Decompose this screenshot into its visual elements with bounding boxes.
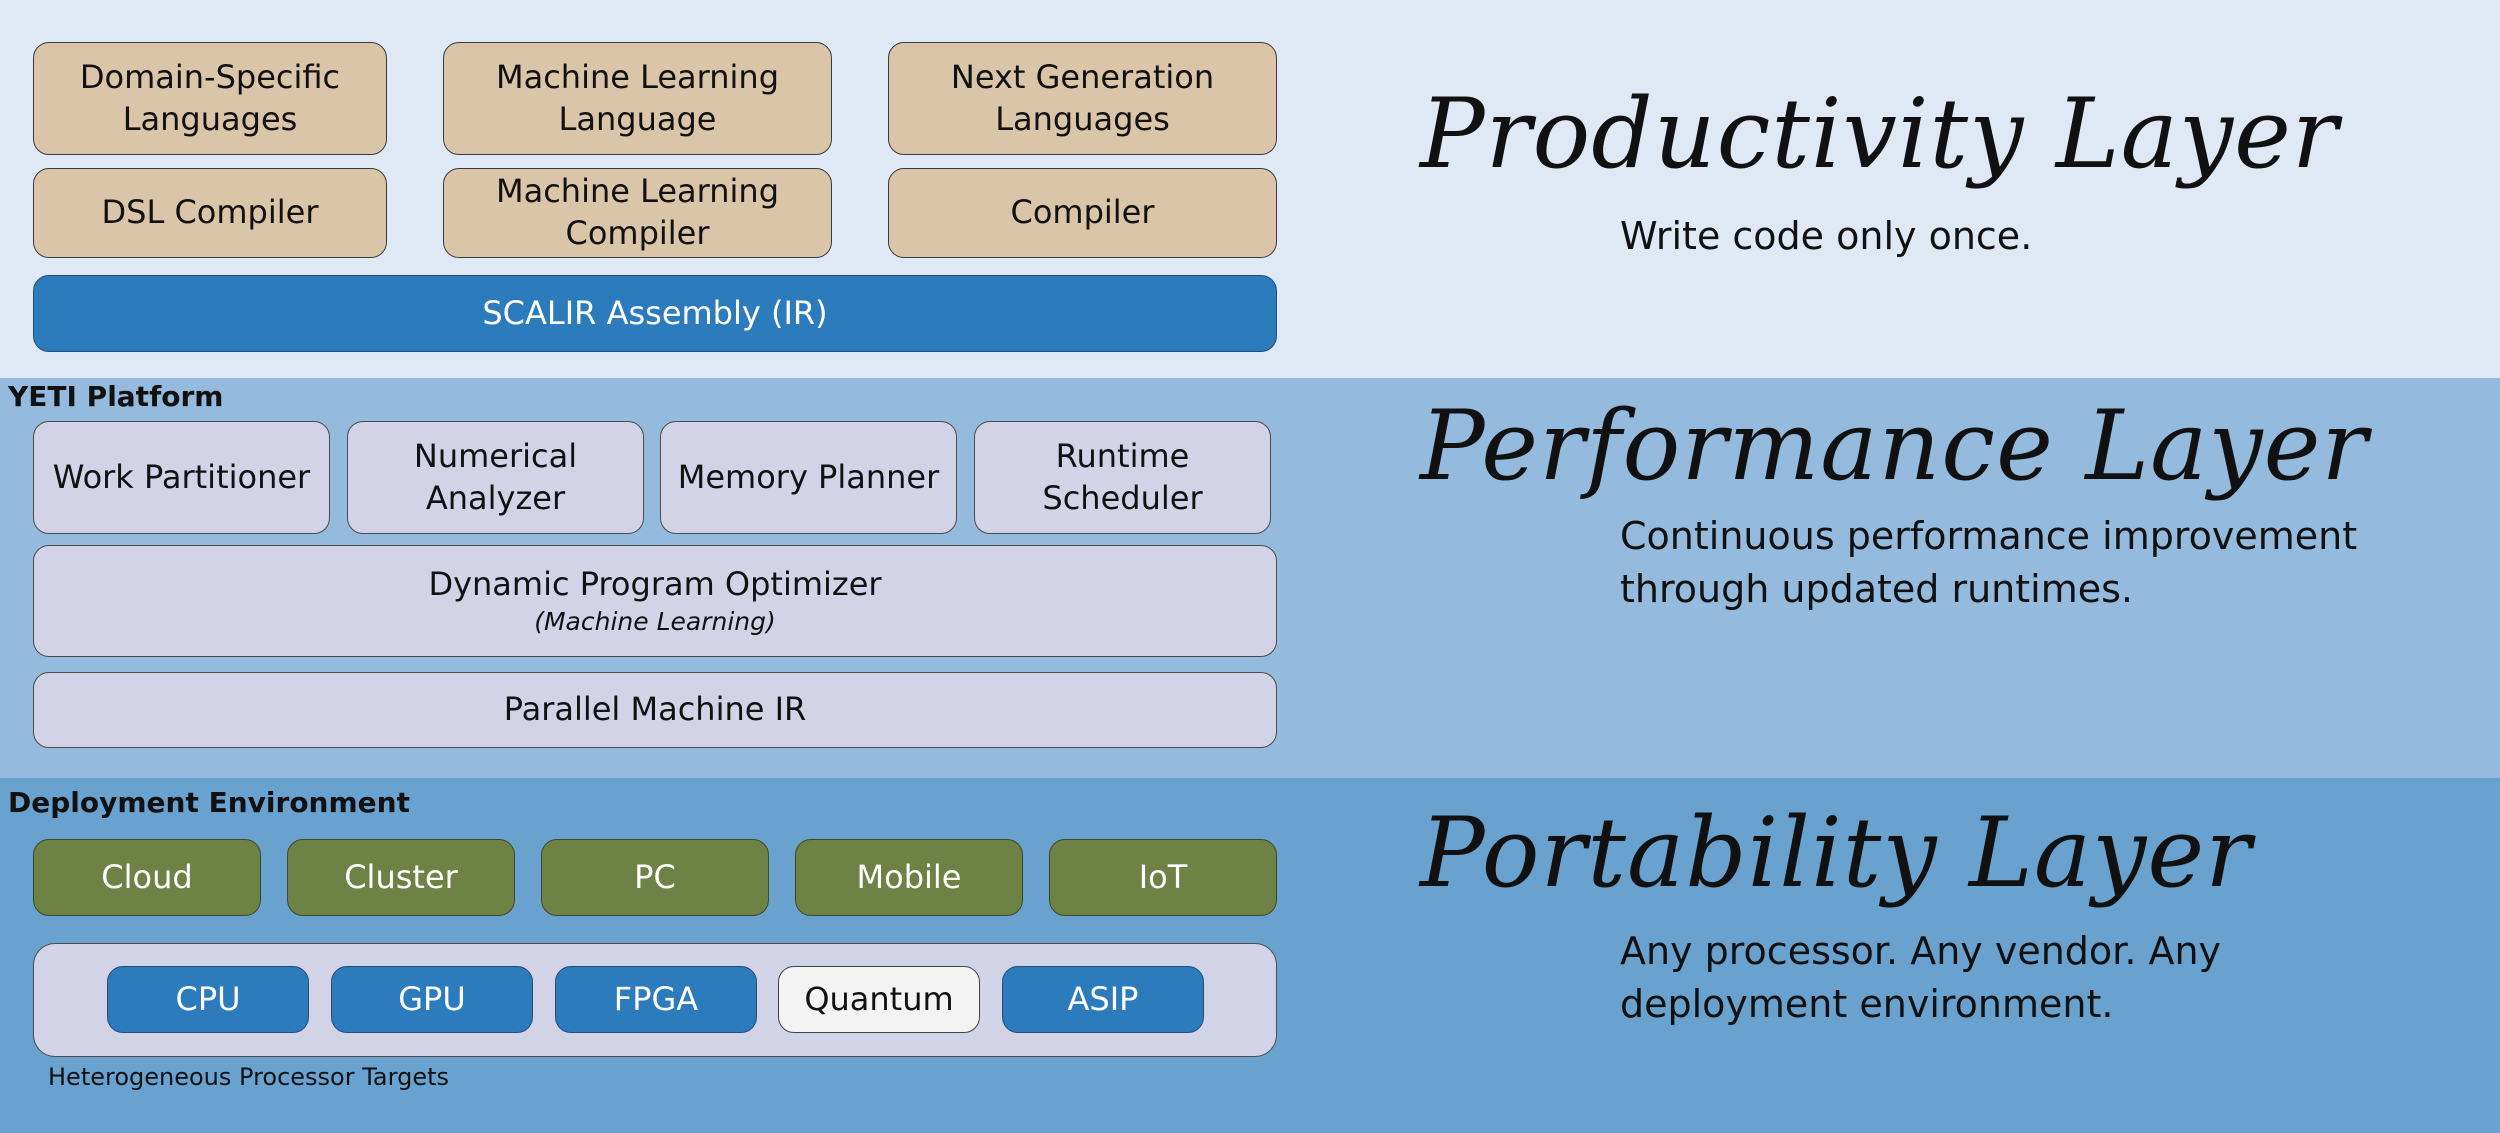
productivity-layer-description: Write code only once. [1620, 214, 2033, 258]
parallel-machine-ir-box: Parallel Machine IR [33, 672, 1277, 748]
machine-learning-language-box: Machine Learning Language [443, 42, 832, 155]
optimizer-subtitle: (Machine Learning) [534, 606, 776, 636]
compiler-box: Compiler [888, 168, 1277, 258]
performance-layer-title: Performance Layer [1420, 390, 2369, 502]
dsl-compiler-box: DSL Compiler [33, 168, 387, 258]
scalir-assembly-box: SCALIR Assembly (IR) [33, 275, 1277, 352]
deployment-environment-label: Deployment Environment [8, 786, 410, 819]
domain-specific-languages-box: Domain-Specific Languages [33, 42, 387, 155]
asip-box: ASIP [1002, 966, 1204, 1033]
quantum-box: Quantum [778, 966, 980, 1033]
portability-layer-description: Any processor. Any vendor. Any deploymen… [1620, 929, 2222, 1027]
yeti-platform-label: YETI Platform [8, 380, 224, 413]
cpu-box: CPU [107, 966, 309, 1033]
performance-layer-description: Continuous performance improvement throu… [1620, 514, 2358, 612]
runtime-scheduler-box: Runtime Scheduler [974, 421, 1271, 534]
next-generation-languages-box: Next Generation Languages [888, 42, 1277, 155]
portability-layer-title: Portability Layer [1420, 797, 2253, 909]
iot-box: IoT [1049, 839, 1277, 916]
work-partitioner-box: Work Partitioner [33, 421, 330, 534]
dynamic-program-optimizer-box: Dynamic Program Optimizer (Machine Learn… [33, 545, 1277, 657]
numerical-analyzer-box: Numerical Analyzer [347, 421, 644, 534]
productivity-layer-title: Productivity Layer [1420, 78, 2339, 190]
memory-planner-box: Memory Planner [660, 421, 957, 534]
cloud-box: Cloud [33, 839, 261, 916]
fpga-box: FPGA [555, 966, 757, 1033]
cluster-box: Cluster [287, 839, 515, 916]
pc-box: PC [541, 839, 769, 916]
heterogeneous-processor-targets-label: Heterogeneous Processor Targets [48, 1063, 449, 1091]
mobile-box: Mobile [795, 839, 1023, 916]
gpu-box: GPU [331, 966, 533, 1033]
machine-learning-compiler-box: Machine Learning Compiler [443, 168, 832, 258]
